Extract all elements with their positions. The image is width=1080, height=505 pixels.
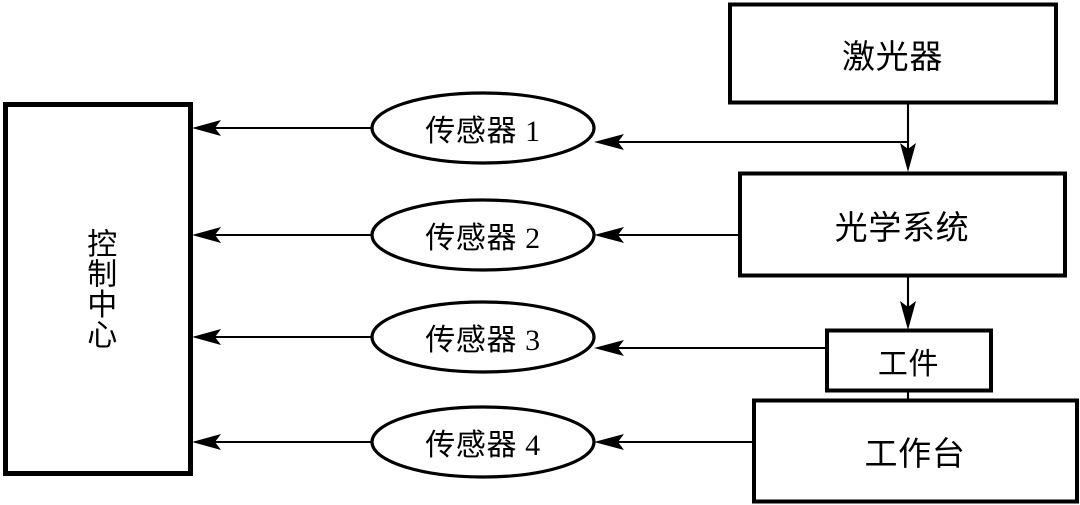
edge-workpiece-to-sensor-3 xyxy=(594,340,827,356)
edge-laser-beam-to-sensor-1 xyxy=(594,134,908,150)
worktable-box[interactable] xyxy=(752,398,1079,504)
laser-box[interactable] xyxy=(728,2,1058,105)
sensor-1-ellipse[interactable] xyxy=(370,91,596,165)
edge-laser-to-optical-system xyxy=(900,103,916,172)
edge-optical-system-to-sensor-2 xyxy=(594,227,740,243)
workpiece-box[interactable] xyxy=(825,328,993,393)
edge-sensor-2-to-control-center xyxy=(192,227,372,243)
edge-optical-system-to-workpiece xyxy=(900,276,916,330)
edge-sensor-1-to-control-center xyxy=(192,120,372,136)
edge-sensor-4-to-control-center xyxy=(192,434,372,450)
control-center-box[interactable] xyxy=(3,102,193,476)
sensor-3-ellipse[interactable] xyxy=(370,300,596,374)
edge-worktable-to-sensor-4 xyxy=(594,434,754,450)
optical-system-box[interactable] xyxy=(738,171,1067,278)
sensor-2-ellipse[interactable] xyxy=(370,198,596,272)
edge-sensor-3-to-control-center xyxy=(192,329,372,345)
sensor-4-ellipse[interactable] xyxy=(370,405,596,479)
